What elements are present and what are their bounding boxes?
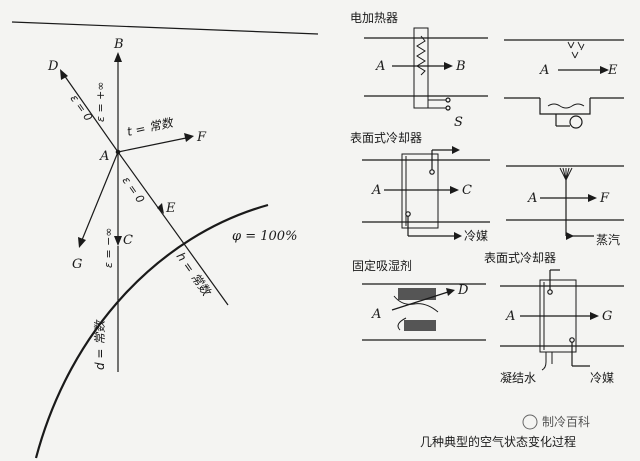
label-surface-cooler-2: 表面式冷却器 [484, 251, 556, 265]
arrow-D [60, 69, 68, 80]
arrow-B [114, 52, 122, 62]
cooler2-out: G [602, 309, 612, 324]
cooler1-out: C [462, 183, 472, 198]
surface-cooler-1-panel [362, 146, 490, 240]
cooler2-coolant: 冷媒 [590, 371, 614, 385]
label-t-const: t = 常数 [126, 115, 176, 139]
surface-cooler-2-panel [500, 269, 624, 371]
figure-caption: 几种典型的空气状态变化过程 [420, 434, 576, 449]
pump-icon [569, 115, 583, 129]
steam-out: F [599, 191, 610, 206]
watermark-icon [522, 414, 538, 430]
desiccant-panel [362, 283, 486, 341]
cooler1-coolant: 冷媒 [464, 229, 488, 243]
condensate-label: 凝结水 [500, 370, 536, 385]
label-A: A [99, 149, 109, 164]
cooler1-in: A [371, 183, 381, 198]
arrow-C [114, 236, 122, 246]
cooler-coil-1 [401, 153, 439, 229]
spray-marks [567, 41, 585, 59]
steam-nozzle [559, 167, 573, 181]
desiccant-in: A [371, 307, 381, 322]
label-F: F [196, 130, 207, 145]
label-eps-inf-down: ε = −∞ [102, 227, 115, 268]
heater-out: B [455, 59, 466, 74]
condensate-drip [541, 352, 553, 371]
arrow-F [184, 133, 194, 142]
label-surface-cooler-1: 表面式冷却器 [350, 131, 422, 145]
desiccant-bed-upper [398, 288, 436, 300]
hd-chart [11, 21, 319, 459]
heater-element [413, 27, 429, 109]
ray-G [81, 151, 119, 241]
hd-chart-labels: A B C D E F G t = 常数 ε = +∞ ε = −∞ ε = 0… [47, 37, 297, 370]
watermark-text: 制冷百科 [542, 415, 590, 429]
humid-in: A [539, 63, 549, 78]
desiccant-out: D [457, 283, 469, 298]
label-heater: 电加热器 [350, 11, 398, 25]
saturation-curve [34, 203, 269, 459]
label-eps-inf-up: ε = +∞ [94, 81, 107, 122]
label-D: D [47, 59, 59, 74]
arrow-G [78, 237, 86, 248]
process-diagrams [362, 27, 624, 371]
label-G: G [72, 257, 82, 272]
label-desiccant: 固定吸湿剂 [352, 258, 412, 273]
cooler2-in: A [505, 309, 515, 324]
ray-D [63, 74, 119, 153]
water-tray [539, 98, 591, 115]
humid-out: E [607, 63, 618, 78]
desiccant-bed-lower [404, 320, 436, 331]
label-C: C [123, 233, 133, 248]
heater-s: S [454, 115, 463, 130]
label-B: B [113, 37, 124, 52]
heater-zigzag [416, 35, 426, 76]
process-labels: 电加热器 A B S A E 表面式冷却器 A C 冷媒 A F 蒸汽 固定吸湿… [350, 11, 620, 449]
point-A [115, 149, 121, 155]
label-eps-zero-e: ε = 0 [120, 174, 147, 205]
steam-panel [506, 165, 624, 240]
humidifier-panel [504, 39, 624, 129]
label-phi: φ = 100% [232, 229, 297, 244]
chart-top-line [11, 21, 319, 35]
heater-in: A [375, 59, 385, 74]
ray-E [117, 151, 229, 306]
steam-in: A [527, 191, 537, 206]
label-d-const: d = 常数 [93, 319, 107, 370]
arrow-E [157, 203, 164, 214]
electric-heater-panel [364, 27, 488, 111]
steam-label: 蒸汽 [596, 232, 620, 247]
ray-F [117, 137, 187, 153]
label-E: E [165, 201, 176, 216]
label-eps-zero-d: ε = 0 [68, 92, 95, 123]
